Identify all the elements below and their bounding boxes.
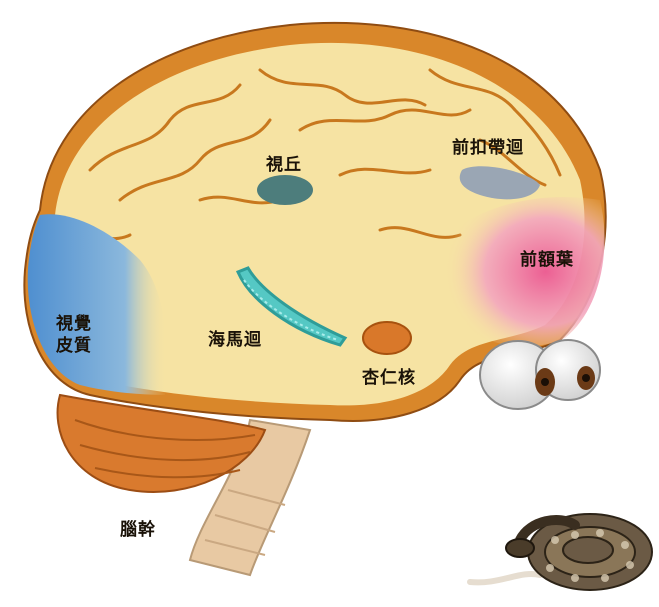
rattlesnake-illustration <box>470 514 652 590</box>
eyes <box>480 340 600 409</box>
label-hippocampus: 海馬迴 <box>208 325 262 350</box>
label-brainstem: 腦幹 <box>120 515 156 540</box>
label-anterior-cingulate: 前扣帶迴 <box>452 133 524 158</box>
label-visual-cortex-line2: 皮質 <box>56 335 92 357</box>
label-visual-cortex-line1: 視覺 <box>56 313 92 335</box>
label-visual-cortex: 視覺 皮質 <box>56 313 92 357</box>
label-prefrontal: 前額葉 <box>520 245 574 270</box>
label-thalamus: 視丘 <box>266 150 302 175</box>
thalamus-region <box>257 175 313 205</box>
amygdala-region <box>363 322 411 354</box>
label-amygdala: 杏仁核 <box>362 363 416 388</box>
